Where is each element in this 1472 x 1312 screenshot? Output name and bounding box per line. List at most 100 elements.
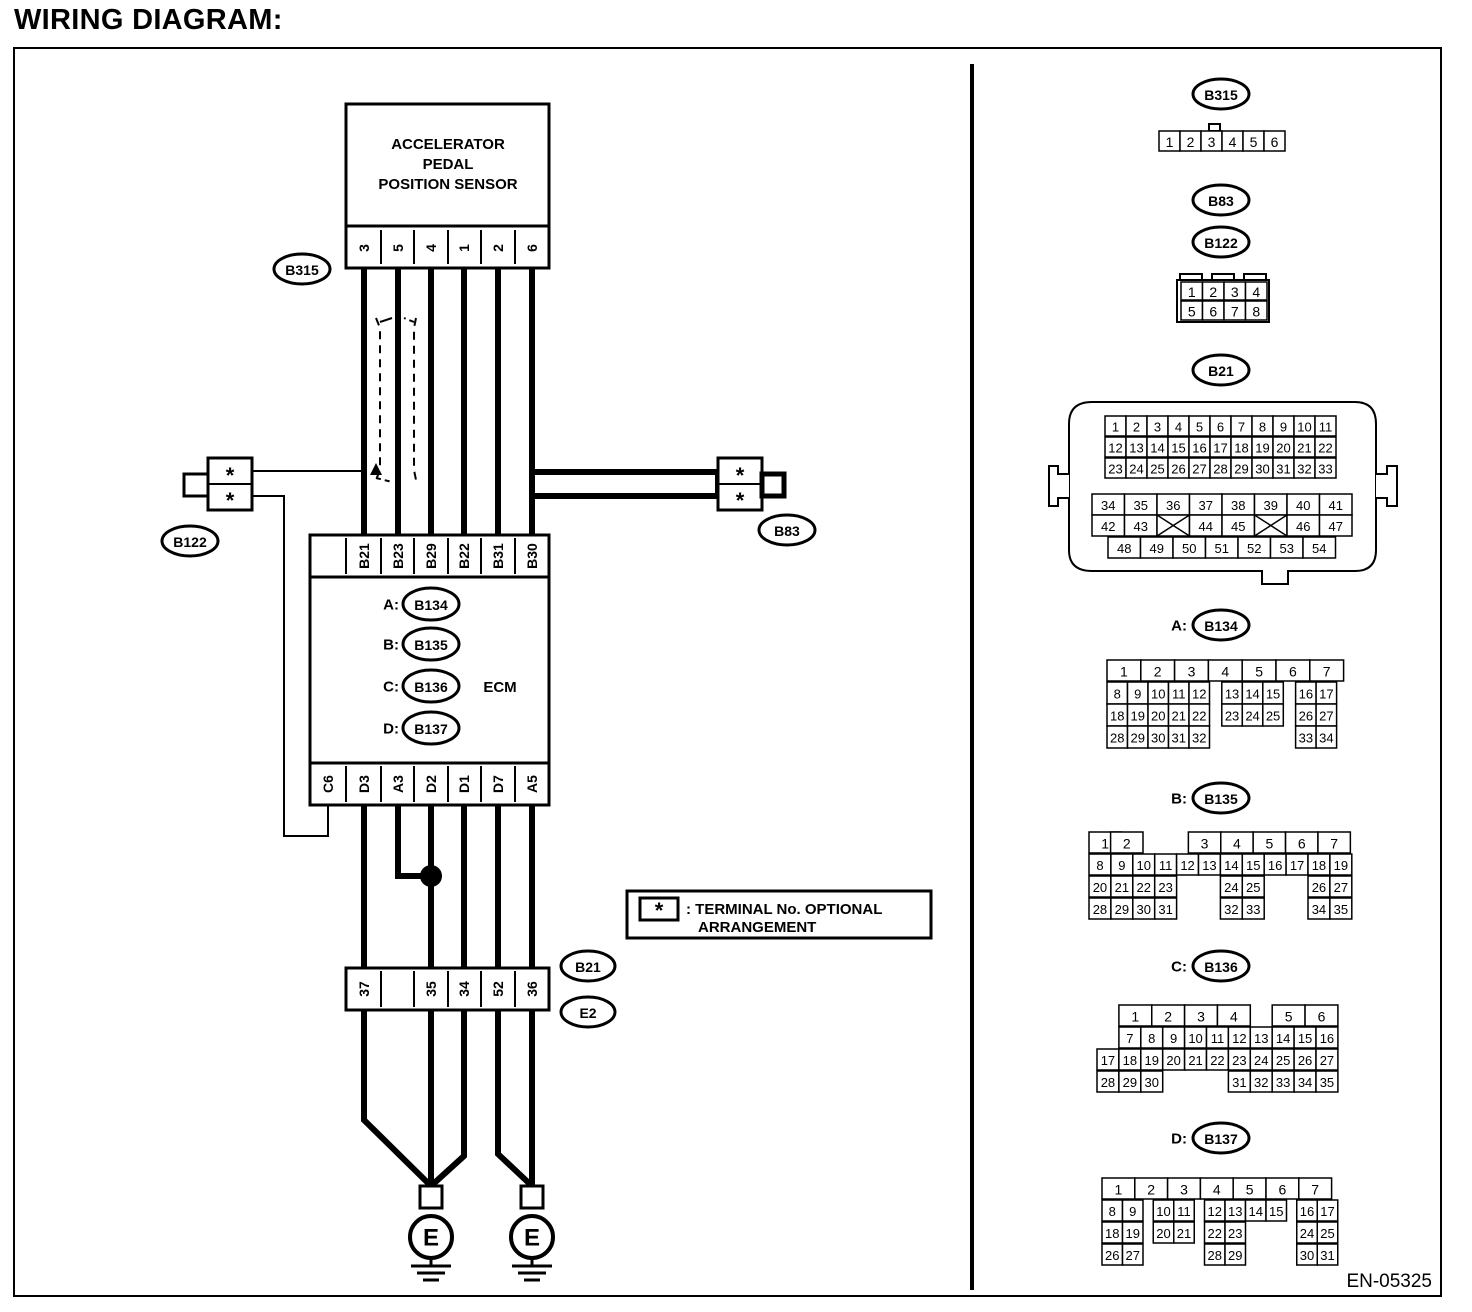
ecm-top-pin-5: B30 xyxy=(524,543,540,569)
connector-pin-cell: 1 xyxy=(1118,1004,1153,1027)
figure-code: EN-05325 xyxy=(1346,1271,1432,1292)
pin-number: 5 xyxy=(1285,1009,1293,1025)
pin-number: 20 xyxy=(1166,1053,1180,1068)
pin-number: 48 xyxy=(1117,541,1131,556)
connector-pin-cell: 13 xyxy=(1249,1026,1273,1049)
connector-pin-cell: 22 xyxy=(1132,875,1156,898)
pin-number: 21 xyxy=(1297,441,1311,456)
connector-pin-cell: 22 xyxy=(1188,703,1211,727)
pin-number: 12 xyxy=(1232,1031,1246,1046)
pin-number: 8 xyxy=(1259,420,1266,435)
pin-number: 36 xyxy=(1166,498,1180,513)
connector-pin-cell: 19 xyxy=(1126,703,1149,727)
connector-pin-cell: 11 xyxy=(1153,853,1178,876)
connector-pin-cell: 39 xyxy=(1253,493,1288,516)
connector-pin-cell: 18 xyxy=(1101,1221,1124,1244)
connector-pin-cell: 12 xyxy=(1188,681,1211,705)
pin-number: 29 xyxy=(1115,902,1129,917)
connector-pin-cell: 17 xyxy=(1209,436,1232,458)
pin-number: 27 xyxy=(1320,1053,1334,1068)
pin-number: 15 xyxy=(1298,1031,1312,1046)
pin-number: 21 xyxy=(1115,880,1129,895)
label-b21-text: B21 xyxy=(575,959,601,975)
pin-number: 43 xyxy=(1134,519,1148,534)
pin-number: 30 xyxy=(1145,1075,1159,1090)
view-label-b83: B83 xyxy=(1191,183,1251,217)
connector-pin-cell: 12 xyxy=(1227,1026,1252,1049)
connector-pin-cell: 33 xyxy=(1294,725,1317,749)
ecm-connector-2: B136 xyxy=(401,668,461,704)
pin-number: 45 xyxy=(1231,519,1245,534)
joint-pin-3: 52 xyxy=(490,981,506,997)
connector-pin-cell: 34 xyxy=(1091,493,1126,516)
ecm-bottom-pin-6: A5 xyxy=(524,775,540,793)
pin-number: 6 xyxy=(1217,420,1224,435)
connector-pin-cell: 6 xyxy=(1209,415,1232,437)
joint-pin-2: 34 xyxy=(456,981,472,997)
connector-pin-cell: 19 xyxy=(1329,853,1353,876)
connector-pin-cell: 17 xyxy=(1316,1199,1339,1222)
view-label-b21: B21 xyxy=(1191,353,1251,387)
pin-number: 2 xyxy=(1123,836,1131,852)
sensor-to-ecm-wires xyxy=(361,268,535,538)
connector-pin-cell: 21 xyxy=(1110,875,1134,898)
connector-pin-cell: 26 xyxy=(1101,1243,1124,1266)
pin-number: 1 xyxy=(1166,134,1174,150)
connector-pin-cell: 5 xyxy=(1252,831,1287,854)
connector-pin-cell: 22 xyxy=(1314,436,1337,458)
pin-number: 51 xyxy=(1215,541,1229,556)
connector-pin-cell: 20 xyxy=(1272,436,1295,458)
pin-number: 5 xyxy=(1188,304,1196,320)
pin-number: 12 xyxy=(1180,858,1194,873)
pin-number: 7 xyxy=(1330,836,1338,852)
ecm-bottom-pin-4: D1 xyxy=(456,775,472,793)
view-label-b315-text: B315 xyxy=(1204,87,1238,103)
connector-pin-cell: 32 xyxy=(1249,1070,1273,1093)
connector-pin-cell: 11 xyxy=(1314,415,1337,437)
connector-pin-cell: 16 xyxy=(1315,1026,1339,1049)
connector-pin-cell: 42 xyxy=(1091,514,1126,537)
view-label-b135-text: B135 xyxy=(1204,791,1238,807)
pin-number: 3 xyxy=(1180,1182,1188,1198)
pin-number: 10 xyxy=(1137,858,1151,873)
pin-number: 44 xyxy=(1199,519,1213,534)
connector-pin-cell: 8 xyxy=(1101,1199,1124,1222)
pin-number: 28 xyxy=(1208,1248,1222,1263)
pin-number: 8 xyxy=(1252,304,1260,320)
connector-pin-cell: 13 xyxy=(1224,1199,1247,1222)
label-e2-text: E2 xyxy=(579,1005,596,1021)
b315-latch xyxy=(1208,123,1221,132)
pin-number: 12 xyxy=(1192,687,1206,702)
pin-number: 16 xyxy=(1268,858,1282,873)
connector-pin-cell: 14 xyxy=(1244,1199,1267,1222)
pin-number: 30 xyxy=(1151,731,1165,746)
pin-number: 16 xyxy=(1320,1031,1334,1046)
view-prefix-b134: A: xyxy=(1171,618,1187,635)
connector-pin-cell: 4 xyxy=(1207,659,1243,682)
pin-number: 13 xyxy=(1254,1031,1268,1046)
pin-number: 7 xyxy=(1323,664,1331,680)
connector-pin-cell: 10 xyxy=(1132,853,1156,876)
connector-pin-cell: 36 xyxy=(1156,493,1191,516)
pin-number: 13 xyxy=(1225,687,1239,702)
connector-pin-cell: 7 xyxy=(1223,300,1247,321)
pin-number: 16 xyxy=(1300,1204,1314,1219)
pin-number: 23 xyxy=(1108,462,1122,477)
ecm-top-pin-4: B31 xyxy=(490,543,506,569)
connector-pin-cell: 26 xyxy=(1293,1048,1317,1071)
connector-pin-cell: 3 xyxy=(1166,1177,1202,1200)
pin-number: 27 xyxy=(1319,709,1333,724)
page-title: WIRING DIAGRAM: xyxy=(14,4,283,36)
pin-number: 31 xyxy=(1320,1248,1334,1263)
ecm-connector-3: B137 xyxy=(401,710,461,746)
connector-pin-cell: 27 xyxy=(1315,703,1338,727)
sensor-label-line-2: PEDAL xyxy=(423,156,474,173)
connector-pin-cell: 3 xyxy=(1187,831,1222,854)
ecm-connector-prefix-2: C: xyxy=(383,679,399,696)
connector-pin-cell: 27 xyxy=(1315,1048,1339,1071)
pin-number: 13 xyxy=(1129,441,1143,456)
connector-pin-cell: 23 xyxy=(1153,875,1178,898)
joint-pin-1: 35 xyxy=(423,981,439,997)
